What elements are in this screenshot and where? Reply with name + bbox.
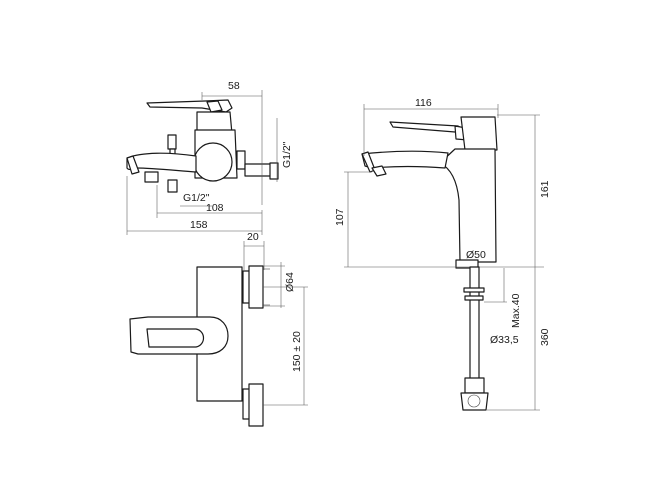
dim-116: 116 bbox=[415, 97, 432, 109]
dim-d64: Ø64 bbox=[284, 272, 296, 292]
dim-d50: Ø50 bbox=[466, 249, 486, 261]
dim-20: 20 bbox=[247, 231, 259, 243]
dim-360: 360 bbox=[539, 328, 551, 346]
dim-158: 158 bbox=[190, 219, 208, 231]
dim-108: 108 bbox=[206, 202, 224, 214]
bath-mixer-front-view: 20 Ø64 150 ± 20 bbox=[129, 231, 308, 427]
dim-max40: Max.40 bbox=[510, 293, 522, 328]
dim-161: 161 bbox=[539, 180, 551, 198]
dim-107: 107 bbox=[334, 208, 346, 226]
dim-g12-right: G1/2" bbox=[281, 141, 293, 168]
dim-150: 150 ± 20 bbox=[291, 331, 303, 372]
dim-g12-left: G1/2" bbox=[183, 192, 210, 204]
dim-58: 58 bbox=[228, 80, 240, 92]
bath-mixer-side-view: 58 G1/2" G1/2" 108 158 bbox=[126, 80, 293, 235]
dim-d33: Ø33,5 bbox=[490, 334, 519, 346]
basin-mixer-side-view: 116 161 107 Ø50 Max.40 Ø33,5 360 bbox=[334, 97, 551, 411]
